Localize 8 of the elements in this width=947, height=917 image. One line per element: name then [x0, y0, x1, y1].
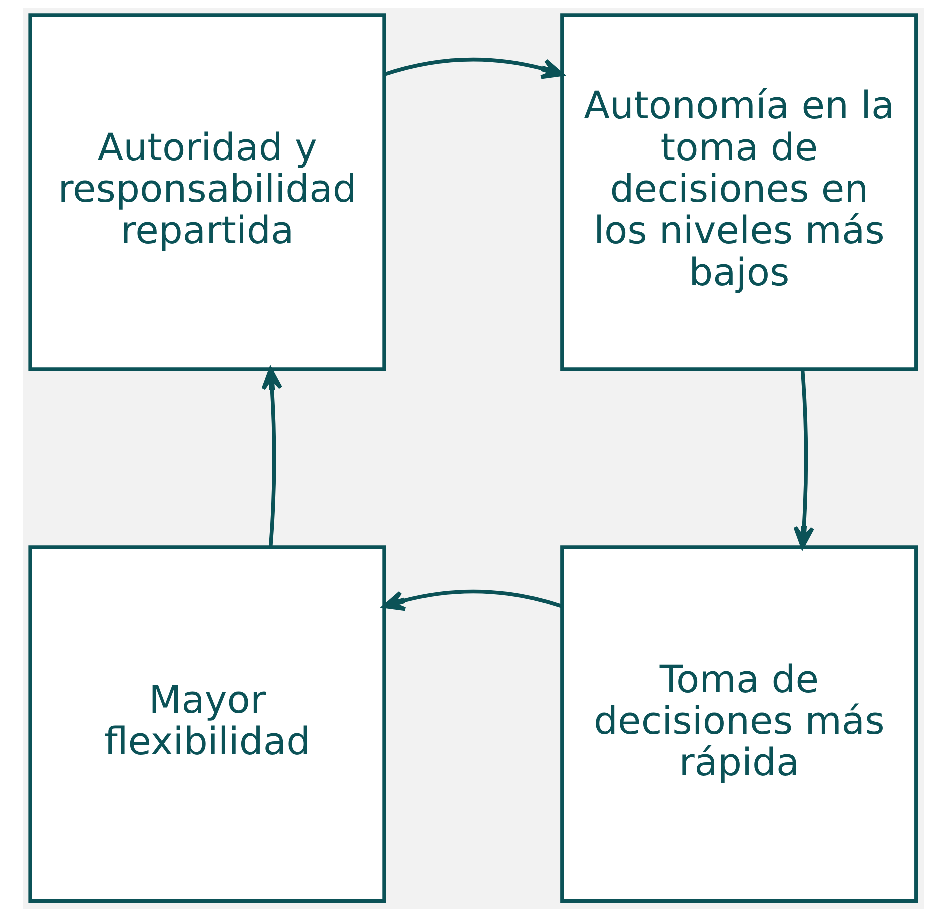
arrow	[384, 58, 564, 80]
arrow	[262, 368, 283, 548]
node-box: Autoridad y responsabilidad repartida	[28, 14, 386, 372]
arrow	[794, 369, 814, 549]
arrow	[382, 590, 563, 612]
node-box: Autonomía en la toma de decisiones en los niveles más bajos	[560, 14, 918, 372]
node-box: Toma de decisiones más rápida	[560, 546, 918, 904]
node-box: Mayor flexibilidad	[28, 546, 386, 904]
